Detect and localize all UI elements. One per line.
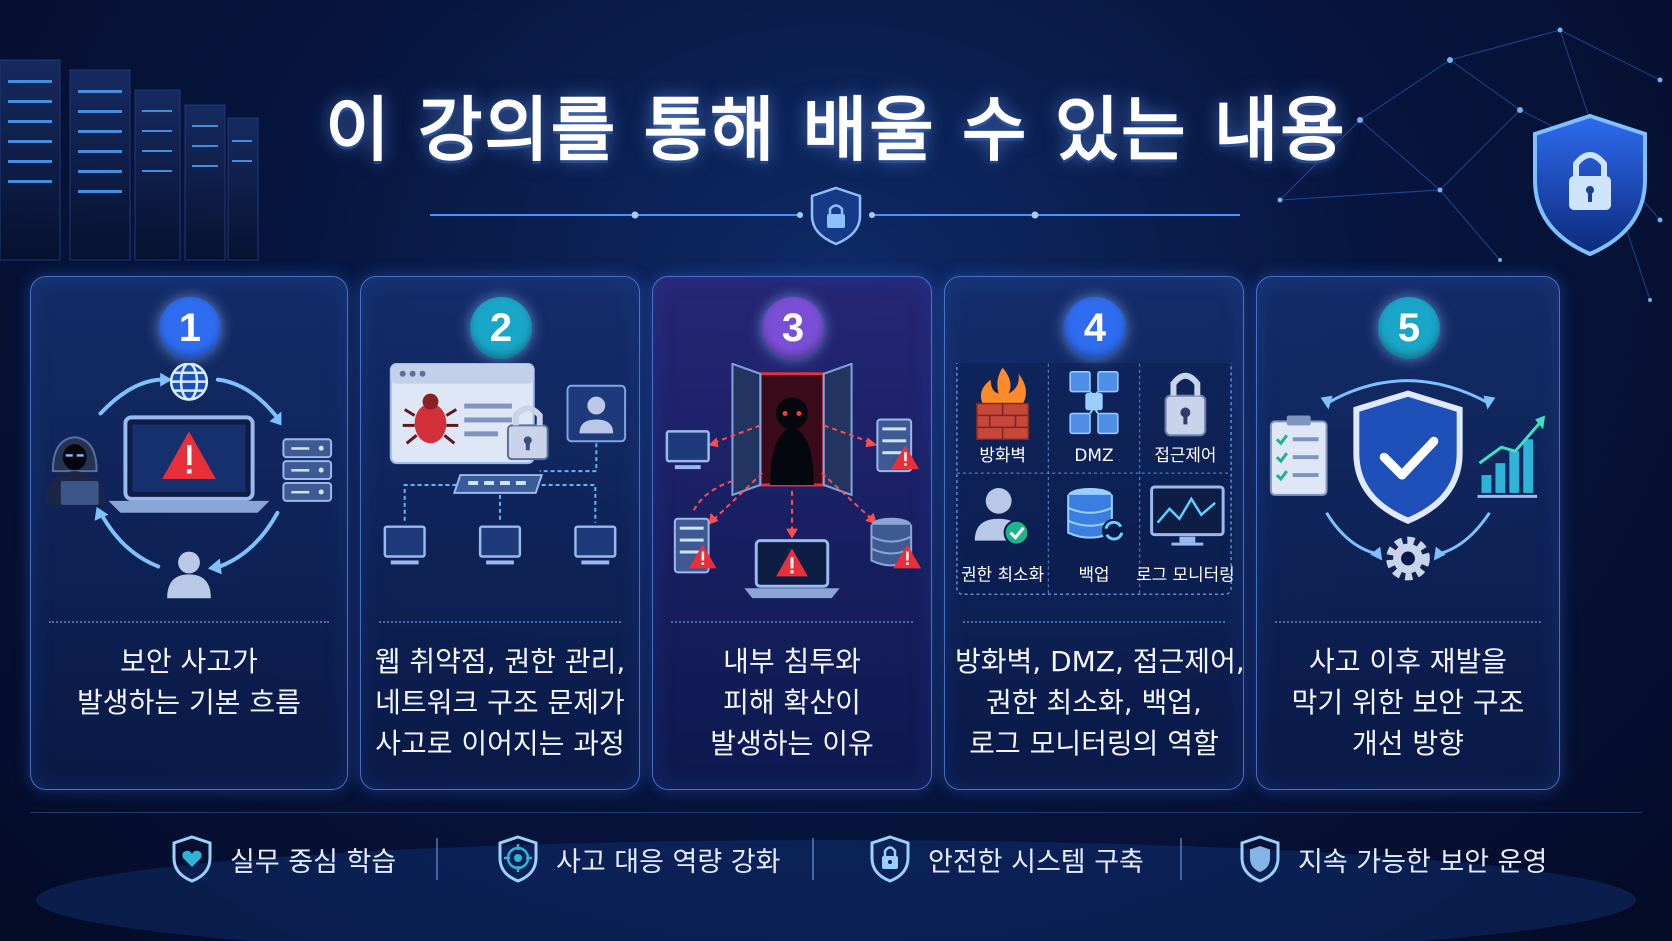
card-1: 1 (30, 276, 348, 790)
defense-controls-grid: 방화벽 DMZ 접근제어 (956, 363, 1235, 595)
user-check-icon (974, 487, 1030, 546)
gear-icon (1386, 536, 1430, 581)
learning-cards: 1 (30, 276, 1642, 790)
grid-label-dmz: DMZ (1074, 445, 1113, 465)
card-divider (963, 621, 1225, 623)
firewall-icon (976, 367, 1030, 441)
grid-label-least-privilege: 권한 최소화 (961, 564, 1044, 584)
footer-separator (1180, 838, 1182, 880)
footer-separator (436, 838, 438, 880)
number-badge: 4 (1064, 297, 1126, 359)
web-vulnerability-illustration (383, 363, 627, 565)
padlock-icon (1164, 372, 1207, 437)
card-description: 사고 이후 재발을 막기 위한 보안 구조 개선 방향 (1291, 645, 1525, 760)
number-badge: 2 (470, 297, 532, 359)
laptop-alert-icon (744, 539, 840, 599)
user-account-icon (566, 384, 627, 443)
globe-icon (169, 363, 209, 401)
padlock-shield-icon (1533, 113, 1647, 257)
card-description: 방화벽, DMZ, 접근제어, 권한 최소화, 백업, 로그 모니터링의 역할 (955, 645, 1245, 760)
shield-icon (1240, 835, 1280, 883)
card-description: 내부 침투와 피해 확산이 발생하는 이유 (710, 645, 874, 760)
server-alert-icon (876, 418, 920, 473)
shield-target-icon (498, 835, 538, 883)
bug-icon (402, 393, 459, 445)
card-2: 2 (360, 276, 640, 790)
footer-item-operation: 지속 가능한 보안 운영 (1238, 826, 1547, 892)
backup-database-icon (1067, 487, 1126, 543)
server-alert-icon (673, 517, 717, 574)
footer-label: 실무 중심 학습 (230, 846, 397, 878)
footer-divider (30, 812, 1642, 813)
grid-label-access-control: 접근제어 (1154, 445, 1216, 465)
footer-label: 안전한 시스템 구축 (928, 846, 1144, 878)
attack-flow-illustration (44, 363, 333, 599)
grid-label-firewall: 방화벽 (979, 445, 1026, 465)
network-switch-icon (452, 474, 544, 494)
shield-check-icon (1353, 390, 1463, 524)
shield-lock-icon (810, 186, 862, 246)
card-5: 5 (1256, 276, 1560, 790)
card-divider (379, 621, 621, 623)
growth-chart-icon (1477, 415, 1546, 498)
dmz-network-icon (1069, 371, 1119, 435)
card-4: 4 방화벽 (944, 276, 1245, 790)
footer-item-practice: 실무 중심 학습 (170, 826, 396, 892)
intrusion-spread-illustration (665, 363, 922, 599)
user-icon (167, 551, 211, 599)
door-intruder-icon (731, 363, 853, 497)
footer-label: 지속 가능한 보안 운영 (1298, 846, 1548, 878)
shield-heart-icon (172, 835, 212, 883)
monitoring-screen-icon (1150, 485, 1225, 546)
card-divider (671, 621, 913, 623)
footer-separator (812, 838, 814, 880)
number-badge: 1 (159, 297, 221, 359)
title-divider (430, 186, 1240, 246)
security-improvement-illustration (1269, 379, 1546, 581)
checklist-icon (1269, 415, 1328, 496)
computer-icon (383, 525, 617, 558)
padlock-icon (506, 405, 549, 461)
card-divider (1275, 621, 1541, 623)
number-badge: 3 (762, 297, 824, 359)
footer-item-system: 안전한 시스템 구축 (868, 826, 1144, 892)
database-alert-icon (870, 517, 922, 569)
card-description: 보안 사고가 발생하는 기본 흐름 (77, 645, 301, 719)
footer-item-response: 사고 대응 역량 강화 (496, 826, 780, 892)
footer-benefits: 실무 중심 학습 사고 대응 역량 강화 안전한 시스템 구축 지속 가능한 보… (0, 826, 1672, 892)
grid-label-log-monitoring: 로그 모니터링 (1136, 564, 1235, 584)
computer-icon (665, 430, 710, 470)
number-badge: 5 (1378, 297, 1440, 359)
footer-label: 사고 대응 역량 강화 (556, 846, 781, 878)
laptop-alert-icon (108, 415, 270, 513)
card-divider (49, 621, 329, 623)
card-description: 웹 취약점, 권한 관리, 네트워크 구조 문제가 사고로 이어지는 과정 (374, 645, 626, 760)
card-3: 3 (652, 276, 932, 790)
hacker-icon (44, 436, 105, 505)
shield-lock-icon (870, 835, 910, 883)
page-title: 이 강의를 통해 배울 수 있는 내용 (325, 89, 1347, 171)
grid-label-backup: 백업 (1078, 564, 1109, 584)
